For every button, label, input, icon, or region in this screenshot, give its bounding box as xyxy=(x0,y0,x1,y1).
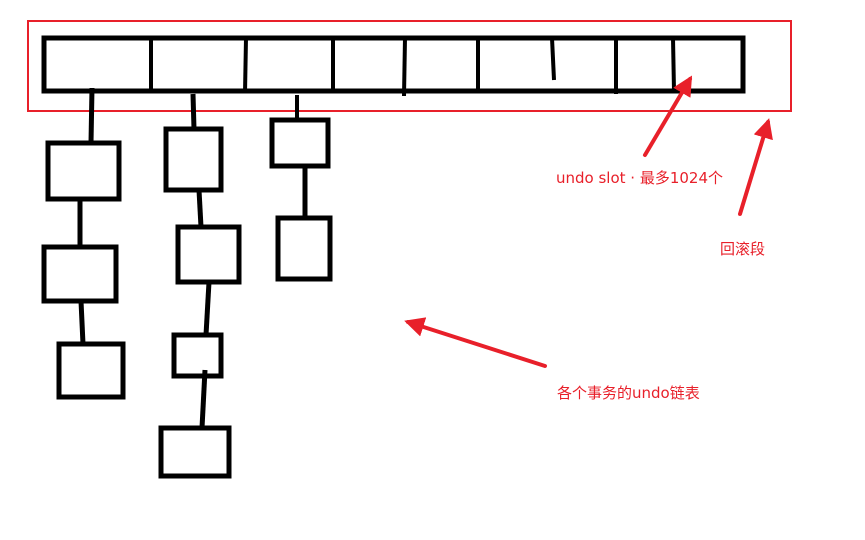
undo-chain-2 xyxy=(158,93,242,479)
chain-link xyxy=(196,189,204,228)
slot-divider xyxy=(671,37,676,92)
rollback-segment-arrow xyxy=(738,118,773,216)
chain-link xyxy=(203,281,212,336)
chain-link xyxy=(78,300,86,345)
undo-log-node xyxy=(56,341,126,400)
undo-chains-label: 各个事务的undo链表 xyxy=(557,384,700,402)
chain-link xyxy=(199,369,208,429)
undo-log-node xyxy=(269,117,331,169)
undo-log-node xyxy=(171,332,224,379)
undo-chains-arrow xyxy=(404,317,547,368)
rollback-segment-label: 回滚段 xyxy=(720,240,766,258)
undo-slot-arrow xyxy=(643,75,693,157)
slot-divider xyxy=(243,37,248,94)
slot-divider xyxy=(550,37,556,81)
slot-divider xyxy=(402,37,407,97)
undo-log-node xyxy=(41,244,119,304)
undo-log-node xyxy=(158,425,232,479)
rollback-segment-frame xyxy=(27,20,792,112)
undo-chain-1 xyxy=(41,87,126,400)
undo-slot-array xyxy=(41,35,746,94)
undo-chain-3 xyxy=(269,95,333,282)
undo-log-node xyxy=(163,126,224,193)
undo-slot-dividers xyxy=(149,37,676,97)
undo-log-node xyxy=(175,224,242,285)
undo-log-node xyxy=(275,215,333,282)
undo-slot-label: undo slot · 最多1024个 xyxy=(556,169,723,187)
chain-link xyxy=(88,87,95,144)
undo-log-node xyxy=(45,140,122,202)
chain-link xyxy=(190,93,197,130)
